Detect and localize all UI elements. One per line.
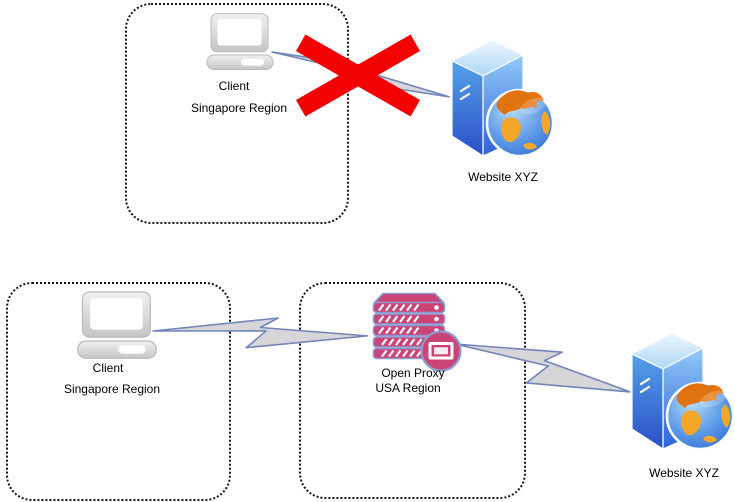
region-box-usa bbox=[299, 282, 526, 499]
region-box-singapore-top bbox=[125, 3, 349, 224]
client-region-label: Singapore Region bbox=[63, 382, 161, 396]
server-globe-icon bbox=[630, 331, 735, 451]
region-box-singapore-bottom bbox=[6, 282, 231, 501]
red-x-icon bbox=[295, 34, 421, 117]
client-region-label: Singapore Region bbox=[190, 101, 288, 115]
client-to-proxy-bolt bbox=[151, 314, 369, 352]
proxy-region-label: USA Region bbox=[375, 380, 441, 395]
proxy-to-website-bolt bbox=[449, 323, 637, 411]
website-label: Website XYZ bbox=[468, 170, 538, 184]
laptop-icon bbox=[77, 291, 157, 359]
client-label: Client bbox=[218, 79, 250, 93]
rack-server-icon bbox=[372, 292, 462, 372]
laptop-icon bbox=[206, 13, 274, 71]
proxy-label: Open Proxy bbox=[381, 366, 445, 380]
monitor-badge-icon bbox=[420, 330, 462, 372]
client-label: Client bbox=[92, 361, 124, 375]
server-globe-icon bbox=[450, 38, 555, 158]
website-label: Website XYZ bbox=[649, 466, 719, 480]
